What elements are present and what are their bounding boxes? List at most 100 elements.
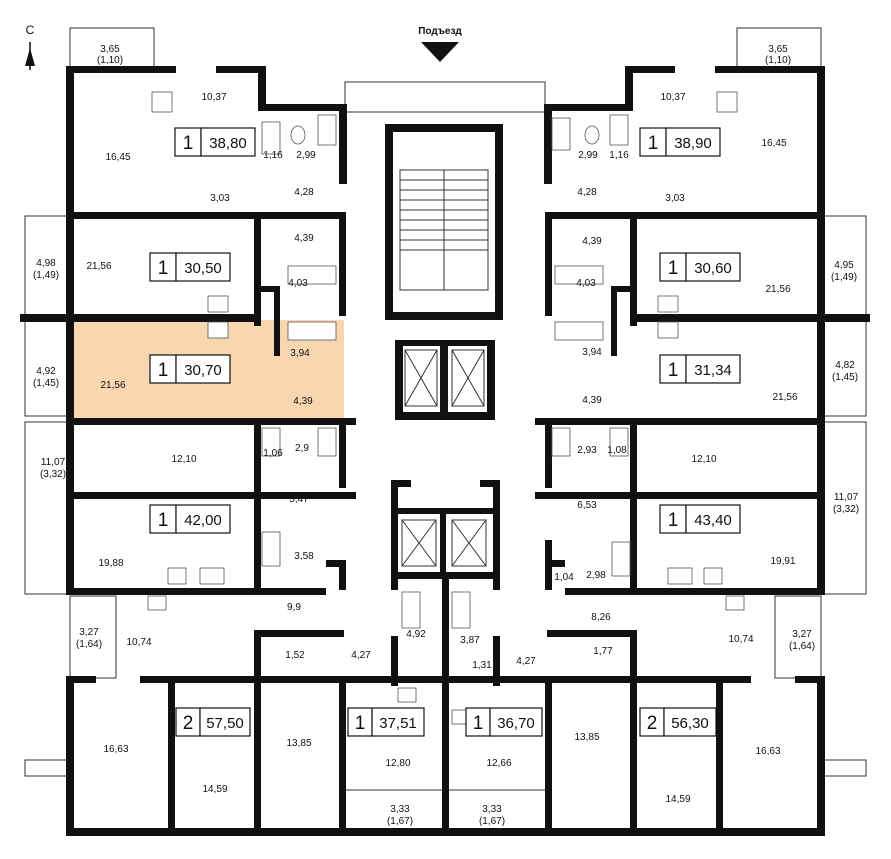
apartment-area: 57,50 [206, 715, 244, 732]
room-area-label: 2,98 [586, 570, 606, 581]
staircase [399, 169, 489, 291]
room-area-label: 21,56 [86, 261, 111, 272]
room-area-label: 11,07 [41, 457, 66, 468]
room-labels: 3,65 (1,10) 3,65 (1,10) 10,37 16,45 1,16… [33, 44, 859, 827]
room-area-label: (1,10) [97, 55, 123, 66]
room-area-label: 4,92 [406, 629, 426, 640]
room-area-label: (1,45) [832, 372, 858, 383]
apartment-rooms: 2 [183, 713, 194, 734]
room-area-label: 4,98 [36, 258, 56, 269]
room-area-label: 1,77 [593, 646, 613, 657]
entrance-arrow-icon [421, 42, 459, 62]
room-area-label: 16,45 [105, 152, 130, 163]
apartment-rooms: 1 [668, 510, 679, 531]
apartment-badge[interactable]: 1 36,70 [465, 707, 543, 737]
room-area-label: 1,04 [554, 572, 574, 583]
room-area-label: 13,85 [286, 738, 311, 749]
room-area-label: 3,94 [582, 347, 602, 358]
room-area-label: 4,39 [582, 236, 602, 247]
room-area-label: 3,94 [290, 348, 310, 359]
room-area-label: 12,10 [171, 454, 196, 465]
room-area-label: 1,16 [263, 150, 283, 161]
room-area-label: 10,74 [728, 634, 753, 645]
apartment-area: 56,30 [671, 715, 709, 732]
apartment-badge[interactable]: 2 56,30 [639, 707, 717, 737]
apartment-rooms: 1 [668, 258, 679, 279]
room-area-label: (1,10) [765, 55, 791, 66]
room-area-label: 4,03 [288, 278, 308, 289]
apartment-area: 43,40 [694, 512, 732, 529]
room-area-label: 4,28 [577, 187, 597, 198]
room-area-label: 4,39 [294, 233, 314, 244]
room-area-label: 3,33 [482, 804, 502, 815]
room-area-label: 14,59 [202, 784, 227, 795]
room-area-label: 21,56 [772, 392, 797, 403]
apartment-badge[interactable]: 1 42,00 [149, 504, 231, 534]
room-area-label: 10,74 [126, 637, 151, 648]
room-area-label: 4,39 [293, 396, 313, 407]
apartment-rooms: 1 [355, 713, 366, 734]
room-area-label: 4,95 [834, 260, 854, 271]
room-area-label: 12,80 [385, 758, 410, 769]
apartment-badge[interactable]: 1 43,40 [659, 504, 741, 534]
apartment-rooms: 1 [183, 133, 194, 154]
elevators [401, 349, 487, 567]
room-area-label: 21,56 [765, 284, 790, 295]
north-arrow-icon [25, 48, 35, 66]
room-area-label: 2,99 [296, 150, 316, 161]
room-area-label: 3,65 [100, 44, 120, 55]
apartment-badges: 1 38,80 1 38,90 1 30,50 1 30,60 1 30,70 [149, 127, 741, 737]
room-area-label: 9,9 [287, 602, 301, 613]
apartment-badge[interactable]: 1 31,34 [659, 354, 741, 384]
apartment-area: 30,60 [694, 260, 732, 277]
room-area-label: 19,88 [98, 558, 123, 569]
room-area-label: 12,10 [691, 454, 716, 465]
apartment-badge[interactable]: 1 30,50 [149, 252, 231, 282]
apartment-area: 36,70 [497, 715, 535, 732]
room-area-label: 16,63 [103, 744, 128, 755]
apartment-rooms: 1 [158, 258, 169, 279]
apartment-badge[interactable]: 1 38,90 [639, 127, 721, 157]
room-area-label: 2,93 [577, 445, 597, 456]
room-area-label: 1,52 [285, 650, 305, 661]
compass-label: С [26, 23, 35, 37]
room-area-label: 5,47 [289, 494, 309, 505]
apartment-badge[interactable]: 1 30,60 [659, 252, 741, 282]
room-area-label: 19,91 [770, 556, 795, 567]
room-area-label: 4,03 [576, 278, 596, 289]
apartment-rooms: 1 [158, 510, 169, 531]
room-area-label: (1,64) [76, 639, 102, 650]
room-area-label: 4,39 [582, 395, 602, 406]
entrance-label: Подъезд [418, 26, 462, 37]
room-area-label: (1,67) [387, 816, 413, 827]
room-area-label: (1,45) [33, 378, 59, 389]
room-area-label: 4,27 [516, 656, 536, 667]
room-area-label: (3,32) [40, 469, 66, 480]
room-area-label: 16,63 [755, 746, 780, 757]
apartment-badge[interactable]: 1 37,51 [347, 707, 425, 737]
apartment-badge[interactable]: 1 30,70 [149, 354, 231, 384]
compass: С [25, 23, 35, 70]
room-area-label: 1,31 [472, 660, 492, 671]
room-area-label: 4,28 [294, 187, 314, 198]
apartment-area: 31,34 [694, 362, 732, 379]
room-area-label: (1,64) [789, 641, 815, 652]
apartment-badge[interactable]: 2 57,50 [175, 707, 251, 737]
room-area-label: 3,58 [294, 551, 314, 562]
room-area-label: 4,92 [36, 366, 56, 377]
room-area-label: 10,37 [660, 92, 685, 103]
apartment-area: 38,90 [674, 135, 712, 152]
room-area-label: 6,53 [577, 500, 597, 511]
room-area-label: 3,03 [210, 193, 230, 204]
apartment-badge[interactable]: 1 38,80 [174, 127, 256, 157]
apartment-rooms: 2 [647, 713, 658, 734]
room-area-label: 1,08 [607, 445, 627, 456]
room-area-label: (1,49) [831, 272, 857, 283]
room-area-label: 14,59 [665, 794, 690, 805]
room-area-label: 3,27 [792, 629, 812, 640]
room-area-label: 3,03 [665, 193, 685, 204]
apartment-area: 38,80 [209, 135, 247, 152]
room-area-label: 13,85 [574, 732, 599, 743]
apartment-rooms: 1 [158, 360, 169, 381]
